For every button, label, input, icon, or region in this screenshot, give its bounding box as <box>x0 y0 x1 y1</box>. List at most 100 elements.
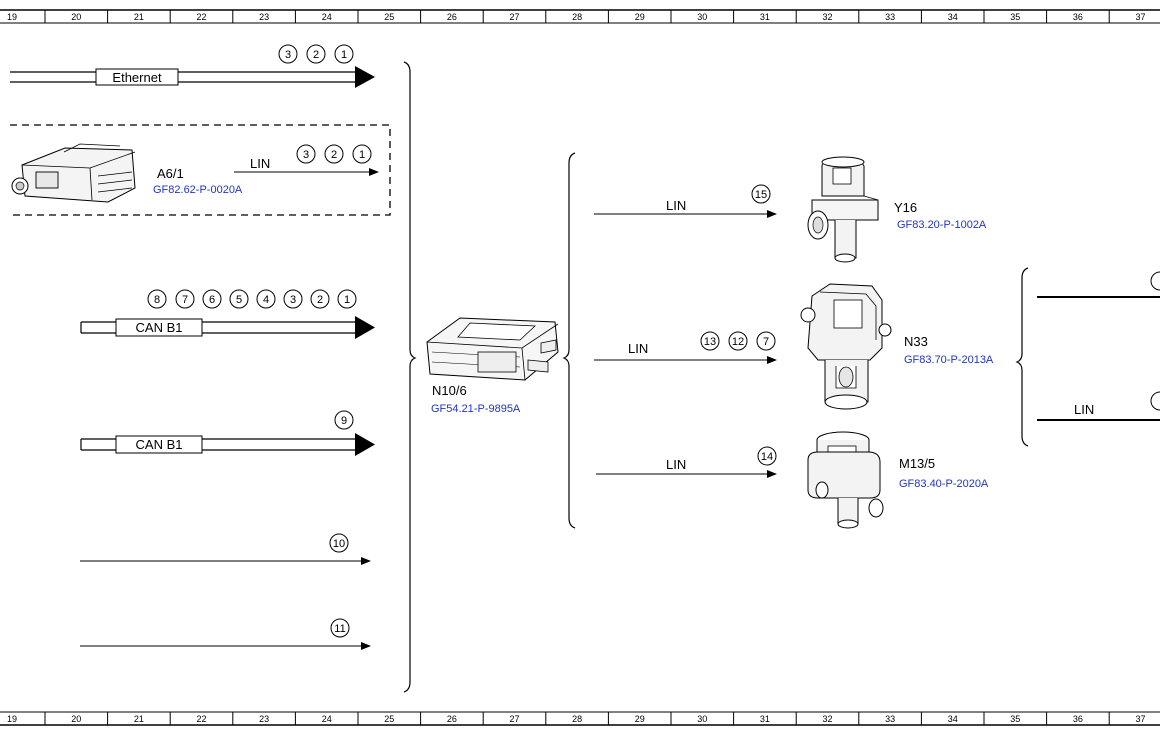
ruler-number: 36 <box>1073 12 1083 22</box>
ruler-number: 27 <box>509 714 519 724</box>
circle-number: 7 <box>763 336 769 348</box>
ruler-number: 22 <box>196 714 206 724</box>
ruler-number: 34 <box>948 714 958 724</box>
circle-number: 14 <box>761 451 773 463</box>
ethernet-line: Ethernet <box>10 66 375 88</box>
circle-number: 5 <box>236 294 242 306</box>
ruler-number: 19 <box>7 12 17 22</box>
circle-number: 9 <box>341 415 347 427</box>
a6-1-box <box>10 124 391 216</box>
ruler-number: 27 <box>509 12 519 22</box>
ruler-number: 32 <box>822 12 832 22</box>
ruler-number: 26 <box>447 714 457 724</box>
y16-circles: 15 <box>751 184 771 204</box>
right-brace <box>562 152 576 529</box>
ruler-number: 26 <box>447 12 457 22</box>
circle-number: 3 <box>285 49 291 61</box>
n10-6-ref: GF54.21-P-9895A <box>431 403 521 415</box>
ruler-number: 32 <box>822 714 832 724</box>
circle-number: 12 <box>732 336 744 348</box>
ruler-number: 30 <box>697 714 707 724</box>
can-b1-circles-2: 9 <box>334 410 354 430</box>
valve-icon <box>807 156 879 263</box>
m13-5-name: M13/5 <box>899 456 935 471</box>
ruler-number: 29 <box>635 714 645 724</box>
ruler-number: 31 <box>760 714 770 724</box>
signal-circle-10: 10 <box>329 533 349 553</box>
a6-1-name: A6/1 <box>157 166 184 181</box>
a6-1-ref: GF82.62-P-0020A <box>153 184 243 196</box>
n33-name: N33 <box>904 334 928 349</box>
n33-ref: GF83.70-P-2013A <box>904 354 994 366</box>
y16-name: Y16 <box>894 200 917 215</box>
ruler-number: 34 <box>948 12 958 22</box>
ruler-number: 37 <box>1135 12 1145 22</box>
circle-number: 8 <box>154 294 160 306</box>
can-b1-label-1: CAN B1 <box>136 320 183 335</box>
top-ruler: 19 20 21 22 23 24 25 26 27 28 29 30 31 32 33 34 35 36 37 <box>0 9 1160 24</box>
circle-number: 2 <box>313 49 319 61</box>
circle-number: 2 <box>331 149 337 161</box>
left-brace <box>403 61 417 693</box>
ruler-number: 37 <box>1135 714 1145 724</box>
m13-5-ref: GF83.40-P-2020A <box>899 478 989 490</box>
ruler-number: 25 <box>384 714 394 724</box>
circle-number: 11 <box>334 623 345 635</box>
ruler-number: 28 <box>572 12 582 22</box>
circle-number: 13 <box>704 336 716 348</box>
circle-number: 2 <box>317 294 323 306</box>
right-bus-label: LIN <box>1074 402 1094 417</box>
ruler-number: 23 <box>259 12 269 22</box>
water-pump-icon <box>807 431 884 529</box>
ethernet-circles: 3 2 1 <box>278 44 354 64</box>
m13-5-circles: 14 <box>757 446 777 466</box>
ruler-number: 20 <box>71 12 81 22</box>
ruler-number: 31 <box>760 12 770 22</box>
circle-number: 1 <box>344 294 350 306</box>
circle-number: 1 <box>359 149 365 161</box>
control-unit-icon <box>11 143 136 203</box>
ruler-number: 24 <box>322 714 332 724</box>
ruler-number: 24 <box>322 12 332 22</box>
ruler-number: 19 <box>7 714 17 724</box>
partial-circle-top <box>1150 271 1161 291</box>
signal-circle-11: 11 <box>330 618 350 638</box>
module-icon <box>426 317 559 381</box>
right-edge-brace <box>1015 267 1029 447</box>
y16-bus-label: LIN <box>666 198 686 213</box>
pump-icon <box>800 283 892 410</box>
circle-number: 7 <box>182 294 188 306</box>
ruler-number: 21 <box>134 714 144 724</box>
circle-number: 3 <box>303 149 309 161</box>
circle-number: 10 <box>333 538 345 550</box>
a6-1-circles: 3 2 1 <box>296 144 372 164</box>
ruler-number: 30 <box>697 12 707 22</box>
bottom-ruler: 19 20 21 22 23 24 25 26 27 28 29 30 31 32 33 34 35 36 37 <box>0 711 1160 726</box>
circle-number: 6 <box>209 294 215 306</box>
ruler-number: 35 <box>1010 12 1020 22</box>
ruler-number: 25 <box>384 12 394 22</box>
ruler-number: 33 <box>885 714 895 724</box>
can-b1-line-1: CAN B1 <box>80 316 375 339</box>
ruler-number: 36 <box>1073 714 1083 724</box>
ruler-number: 21 <box>134 12 144 22</box>
ruler-number: 28 <box>572 714 582 724</box>
can-b1-circles-1: 8 7 6 5 4 3 2 1 <box>147 289 357 309</box>
can-b1-label-2: CAN B1 <box>136 437 183 452</box>
ruler-number: 20 <box>71 714 81 724</box>
ruler-number: 23 <box>259 714 269 724</box>
circle-number: 15 <box>755 189 767 201</box>
n33-bus-label: LIN <box>628 341 648 356</box>
partial-circle-bottom <box>1150 391 1161 411</box>
m13-5-bus-label: LIN <box>666 457 686 472</box>
ruler-number: 29 <box>635 12 645 22</box>
circle-number: 4 <box>263 294 269 306</box>
ruler-number: 35 <box>1010 714 1020 724</box>
ruler-number: 22 <box>196 12 206 22</box>
circle-number: 1 <box>341 49 347 61</box>
circle-number: 3 <box>290 294 296 306</box>
can-b1-line-2: CAN B1 <box>80 433 375 456</box>
n10-6-name: N10/6 <box>432 383 467 398</box>
ruler-number: 33 <box>885 12 895 22</box>
